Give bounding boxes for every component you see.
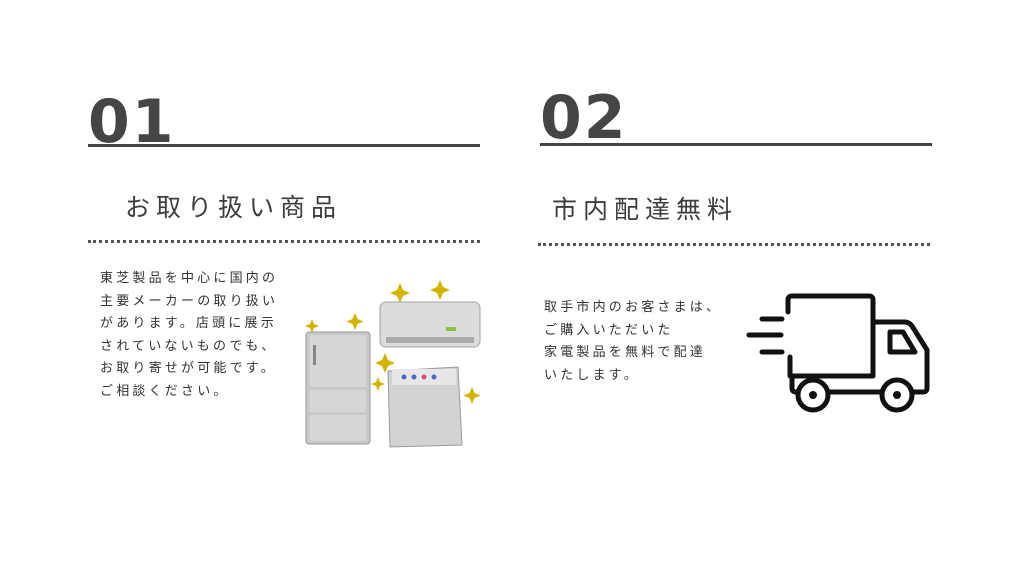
section-description: 東芝製品を中心に国内の 主要メーカーの取り扱い があります。店頭に展示 されてい… bbox=[100, 268, 278, 403]
section-number: 02 bbox=[540, 83, 628, 153]
text-line: ご購入いただいた bbox=[544, 322, 674, 338]
divider bbox=[540, 143, 932, 146]
delivery-truck-icon bbox=[746, 293, 930, 413]
section-number: 01 bbox=[88, 87, 176, 157]
home-appliances-icon bbox=[305, 280, 481, 448]
section-heading: 市内配達無料 bbox=[552, 195, 739, 224]
text-line: されていないものでも、 bbox=[100, 338, 278, 354]
text-line: 家電製品を無料で配達 bbox=[544, 345, 707, 360]
divider bbox=[88, 144, 480, 147]
text-line: があります。店頭に展示 bbox=[100, 316, 277, 331]
section-description: 取手市内のお客さまは、 ご購入いただいた 家電製品を無料で配達 いたします。 bbox=[544, 297, 722, 387]
text-line: 取手市内のお客さまは、 bbox=[544, 300, 723, 315]
text-line: 主要メーカーの取り扱い bbox=[100, 293, 279, 309]
text-line: いたします。 bbox=[544, 367, 640, 383]
dotted-divider bbox=[88, 240, 480, 243]
dotted-divider bbox=[538, 243, 930, 246]
text-line: ご相談ください。 bbox=[100, 383, 230, 399]
text-line: お取り寄せが可能です。 bbox=[100, 361, 277, 376]
text-line: 東芝製品を中心に国内の bbox=[100, 271, 279, 286]
section-heading: お取り扱い商品 bbox=[125, 193, 343, 222]
